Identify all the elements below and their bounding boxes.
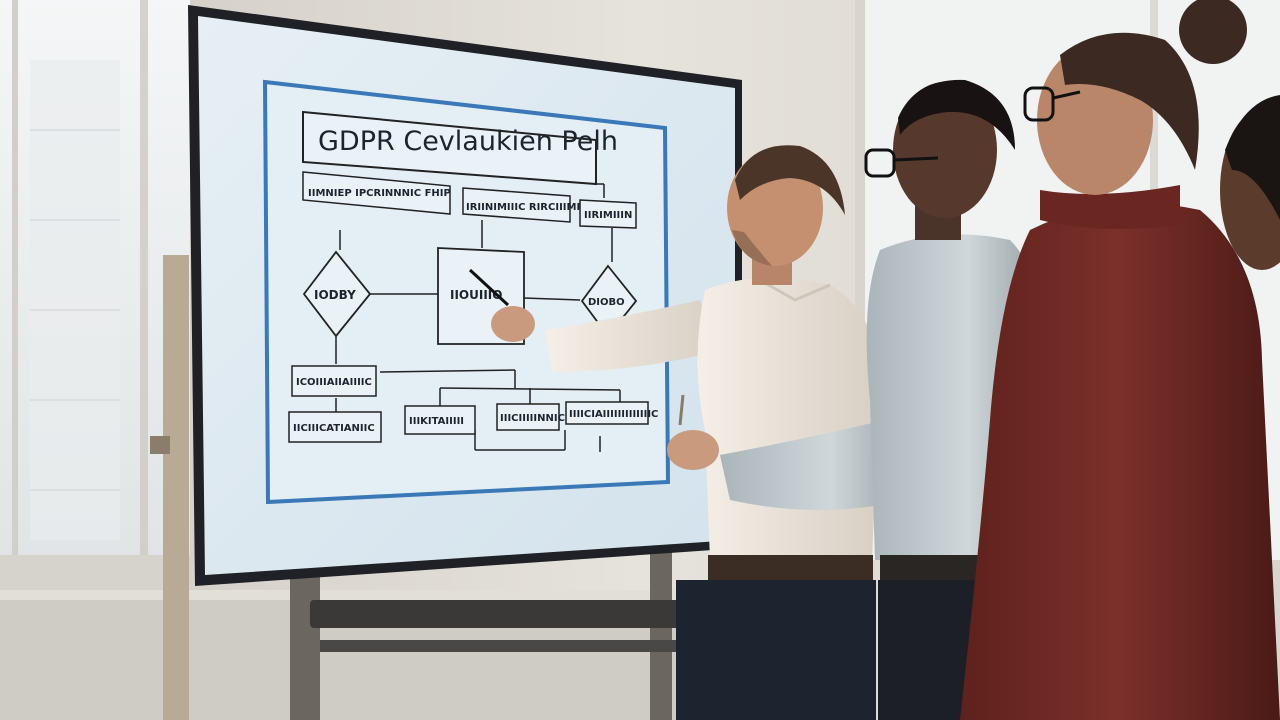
flowchart-diagram: GDPR Cevlaukien Pelh [262,79,671,505]
presenter-hand [491,306,535,342]
flowchart-box-lower-right: IIIICIAIIIIIIIIIIIIIC [565,401,658,425]
svg-text:DIOBO: DIOBO [588,297,625,308]
flowchart-box-lower-mid-2: IIICIIIIINNIC [496,403,565,431]
window-left [0,0,190,600]
svg-text:IIOUIIIO: IIOUIIIO [450,288,502,302]
colleague-woman-red-sweater [960,0,1280,720]
hair-bun [1179,0,1247,64]
flowchart-title: GDPR Cevlaukien Pelh [318,126,618,157]
eyeglasses-icon [864,148,939,178]
svg-text:ICOIIIAIIAIIIIC: ICOIIIAIIAIIIIC [296,377,372,388]
flowchart-box-lower-left-1: ICOIIIAIIAIIIIC [291,365,377,397]
eyeglasses-icon-woman [1023,86,1081,122]
flowchart-box-lower-mid-1: IIIKITAIIIII [404,405,476,435]
flowchart-diamond-left: IODBY [302,250,372,338]
flowchart-box-top-center: IRIINIMIIIC RIRCIIIMP [462,187,584,223]
svg-text:IIMNIEP IPCRINNNIC FHIP: IIMNIEP IPCRINNNIC FHIP [308,188,451,199]
svg-text:IICIIICATIANIIC: IICIIICATIANIIC [293,423,375,434]
colleague-far-right-partial [1220,95,1280,270]
flowchart-box-top-right: IIRIMIIIN [579,199,637,229]
presenter-lower-hand [667,430,719,470]
svg-text:IIIKITAIIIII: IIIKITAIIIII [409,416,464,427]
svg-text:IRIINIMIIIC RIRCIIIMP: IRIINIMIIIC RIRCIIIMP [466,202,584,213]
svg-text:IIRIMIIIN: IIRIMIIIN [584,210,632,221]
flowchart-box-lower-left-2: IICIIICATIANIIC [288,411,382,443]
svg-text:IIICIIIIINNIC: IIICIIIIINNIC [500,413,565,424]
flowchart-box-top-left: IIMNIEP IPCRINNNIC FHIP [302,171,451,215]
svg-text:IODBY: IODBY [314,288,356,302]
screen-stand [150,255,700,720]
svg-text:IIIICIAIIIIIIIIIIIIIC: IIIICIAIIIIIIIIIIIIIC [569,409,658,420]
stylus-pen [468,268,510,307]
flowchart-title-box: GDPR Cevlaukien Pelh [302,110,618,186]
